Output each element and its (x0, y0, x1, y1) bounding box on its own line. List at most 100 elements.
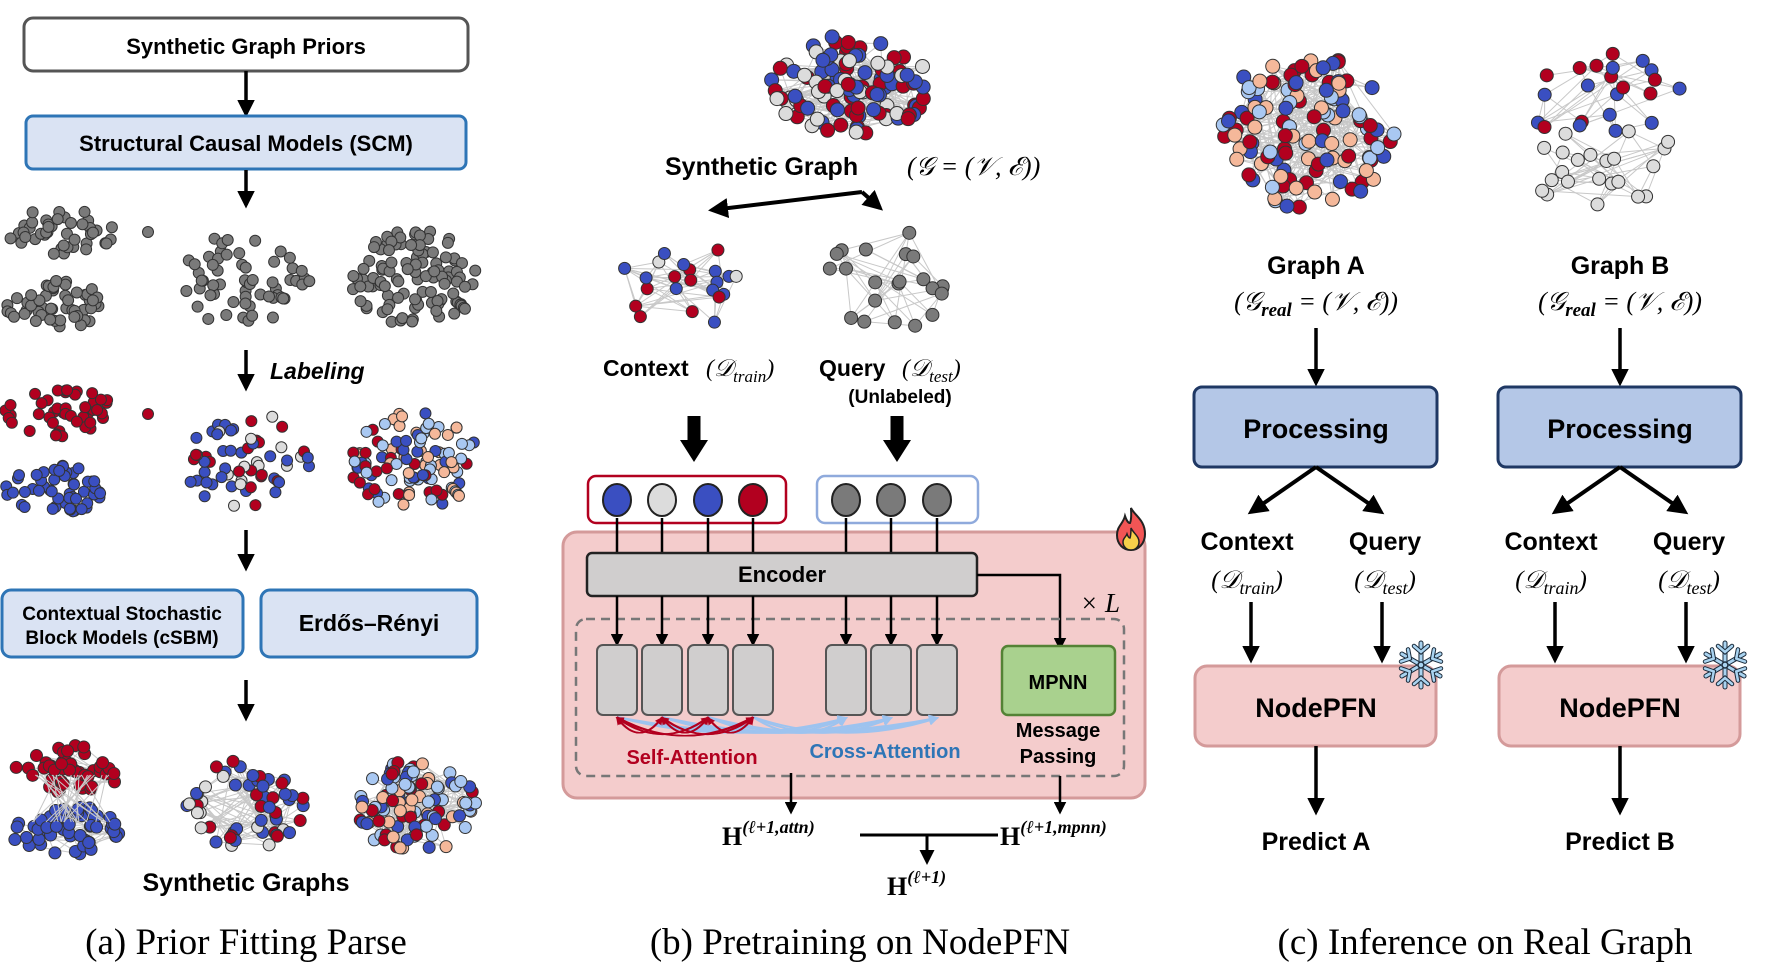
graph-node (441, 428, 454, 441)
graph-node (372, 814, 386, 828)
graph-node (1605, 60, 1620, 75)
tokens (602, 483, 952, 553)
graph-node (887, 315, 902, 330)
graph-edge (1537, 76, 1612, 123)
graph-node (190, 806, 204, 820)
self-attention-label: Self-Attention (626, 747, 757, 769)
big-arrow-query-head (883, 440, 911, 462)
graph-node (386, 794, 400, 808)
graph-node (245, 432, 258, 445)
graph-node (182, 797, 196, 811)
graph-math: (𝒢real = (𝒱, ℰ)) (1234, 287, 1398, 321)
graph-node (94, 393, 107, 406)
graph-node (840, 76, 856, 92)
layer-repeat-block (574, 617, 1126, 778)
graph-node (1580, 78, 1595, 93)
synthetic-graph-illustration (764, 29, 931, 141)
graph-edge (391, 768, 452, 784)
graph-edge (874, 253, 907, 301)
graph-node (401, 263, 414, 276)
graph-node (1288, 180, 1304, 196)
graph-node (234, 478, 247, 491)
graph-node (1264, 179, 1280, 195)
graph-node (10, 820, 24, 834)
graph-node (400, 434, 413, 447)
graph-node (390, 457, 403, 470)
graph-node (94, 487, 107, 500)
graph-node (211, 428, 224, 441)
graph-node (1592, 171, 1607, 186)
graph-node (1331, 75, 1347, 91)
graph-node (1605, 46, 1620, 61)
graph-node (18, 500, 31, 513)
csbm-box (0, 588, 245, 659)
query-math: (𝒟test) (902, 356, 961, 386)
graph-node (86, 387, 99, 400)
graph-node (354, 295, 367, 308)
graph-edge (899, 281, 933, 316)
graph-node (1242, 134, 1258, 150)
graph-node (422, 451, 435, 464)
inference-column-b: Graph B(𝒢real = (𝒱, ℰ))ProcessingContext… (1496, 252, 1748, 856)
graph-edge (874, 282, 896, 323)
graph-edge (1596, 65, 1651, 94)
graph-edge (624, 267, 713, 291)
graph-edge (76, 774, 80, 823)
graph-node (26, 768, 40, 782)
graph-node (25, 289, 38, 302)
graph-node (1273, 168, 1289, 184)
graph-node (1324, 135, 1340, 151)
erdos-renyi-box (259, 588, 479, 659)
graph-edge (1616, 93, 1653, 124)
graph-node (1315, 60, 1331, 76)
graph-node (262, 838, 276, 852)
graph-node (866, 102, 882, 118)
graph-node (396, 312, 409, 325)
graph-node (1635, 53, 1650, 68)
graph-node (245, 415, 258, 428)
graph-node (49, 429, 62, 442)
graph-node (215, 471, 228, 484)
graph-node (1353, 183, 1369, 199)
graph-node (347, 269, 360, 282)
graph-node (63, 502, 76, 515)
graph-edge (674, 249, 719, 278)
graph-node (220, 248, 233, 261)
graph-node (711, 243, 725, 257)
graph-node (428, 427, 441, 440)
graph-node (873, 36, 889, 52)
graph-edge (33, 774, 58, 823)
graph-node (198, 466, 211, 479)
graph-math: (𝒢real = (𝒱, ℰ)) (1538, 287, 1702, 321)
context-math: (𝒟train) (706, 356, 774, 386)
cross-attention-label: Cross-Attention (809, 741, 960, 763)
synthetic-graph-label: Synthetic Graph (665, 153, 858, 181)
graph-node (1247, 119, 1263, 135)
graph-node (61, 744, 75, 758)
graph-node (19, 231, 32, 244)
graph-node (447, 287, 460, 300)
graph-node (729, 269, 743, 283)
graph-node (188, 258, 201, 271)
graph-node (1560, 174, 1575, 189)
graph-node (1621, 124, 1636, 139)
graph-node (266, 276, 279, 289)
graph-node (1252, 73, 1268, 89)
graph-node (6, 486, 19, 499)
scm-label: Structural Causal Models (SCM) (79, 131, 413, 156)
graph-node (29, 387, 42, 400)
graph-node (684, 273, 698, 287)
graph-node (1220, 113, 1236, 129)
graph-node (250, 788, 264, 802)
synthetic-graph-math: (𝒢 = (𝒱, ℰ)) (907, 152, 1040, 181)
graph-node (1277, 128, 1293, 144)
graph-node (455, 437, 468, 450)
graph-node (392, 291, 405, 304)
graph-edge (845, 268, 852, 319)
graph-node (77, 740, 91, 754)
graph-node (47, 247, 60, 260)
graph-node (79, 401, 92, 414)
unlabeled-label: (Unlabeled) (848, 387, 951, 408)
graph-node (198, 455, 211, 468)
graph-node (1558, 126, 1573, 141)
